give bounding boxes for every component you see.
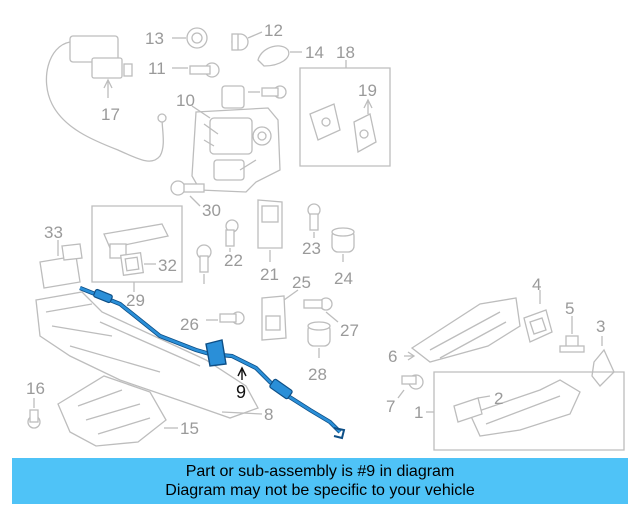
banner-line-2: Diagram may not be specific to your vehi… (165, 482, 475, 499)
part-10-door-latch (191, 85, 281, 193)
label-16: 16 (26, 379, 45, 398)
part-9-release-cable (79, 286, 346, 440)
label-6: 6 (388, 347, 397, 366)
part-1-outer-handle (469, 379, 581, 437)
label-23: 23 (302, 239, 321, 258)
part-33-bracket (39, 240, 83, 289)
banner-line-1: Part or sub-assembly is #9 in diagram (185, 463, 455, 480)
label-9: 9 (236, 382, 246, 402)
part-21-hinge (257, 199, 283, 262)
label-3: 3 (596, 317, 605, 336)
part-18-striker (309, 103, 341, 141)
part-19-pad (353, 98, 377, 154)
label-7: 7 (386, 397, 395, 416)
part-26-bolt (206, 311, 245, 325)
label-22: 22 (224, 251, 243, 270)
part-3-cap (591, 336, 615, 387)
label-29: 29 (126, 291, 145, 310)
label-19: 19 (358, 81, 377, 100)
part-20-bolt (248, 85, 287, 99)
part-14-cap (257, 45, 302, 67)
part-5-plug (559, 316, 585, 353)
label-28: 28 (308, 365, 327, 384)
label-12: 12 (264, 21, 283, 40)
label-2: 2 (494, 389, 503, 408)
label-5: 5 (565, 299, 574, 318)
part-25-hinge (261, 289, 299, 341)
label-8: 8 (264, 405, 273, 424)
part-13-grommet (172, 27, 208, 49)
part-30-bolt (170, 180, 205, 207)
label-25: 25 (292, 273, 311, 292)
label-15: 15 (180, 419, 199, 438)
label-17: 17 (101, 105, 120, 124)
label-10: 10 (176, 91, 195, 110)
part-15-bracket (57, 375, 178, 447)
part-24-bushing (331, 227, 355, 262)
info-banner: Part or sub-assembly is #9 in diagram Di… (12, 458, 628, 504)
label-14: 14 (305, 43, 324, 62)
part-29-actuator (103, 223, 169, 259)
part-7-bolt (397, 374, 424, 399)
label-27: 27 (340, 321, 359, 340)
part-32-seal (119, 251, 156, 277)
label-13: 13 (145, 29, 164, 48)
part-18-box (299, 60, 391, 167)
part-27-bolt (303, 297, 339, 323)
part-16-bolt (27, 398, 41, 429)
label-18: 18 (336, 43, 355, 62)
part-22-bolt (225, 219, 239, 252)
label-33: 33 (44, 223, 63, 242)
leader-6-arrow (407, 351, 416, 361)
part-17-cable-harness (45, 35, 167, 162)
part-4-gasket (523, 309, 553, 343)
part-23-bolt (307, 203, 321, 238)
part-28-bushing (307, 321, 331, 358)
part-11-bolt (172, 62, 220, 78)
label-26: 26 (180, 315, 199, 334)
label-30: 30 (202, 201, 221, 220)
part-29-box (91, 205, 183, 292)
part-31-bolt (196, 244, 212, 284)
label-21: 21 (260, 265, 279, 284)
label-1: 1 (414, 403, 423, 422)
label-24: 24 (334, 269, 353, 288)
part-4-handle-base (410, 290, 541, 363)
part-12-screw (231, 31, 263, 51)
parts-diagram: 17 13 12 11 14 20 10 (26, 21, 625, 451)
label-4: 4 (532, 275, 541, 294)
label-11: 11 (148, 59, 166, 78)
part-1-box (426, 371, 625, 451)
label-32: 32 (158, 256, 177, 275)
part-8-trim-panel (35, 291, 263, 419)
part-2-handle-cover (453, 395, 491, 423)
